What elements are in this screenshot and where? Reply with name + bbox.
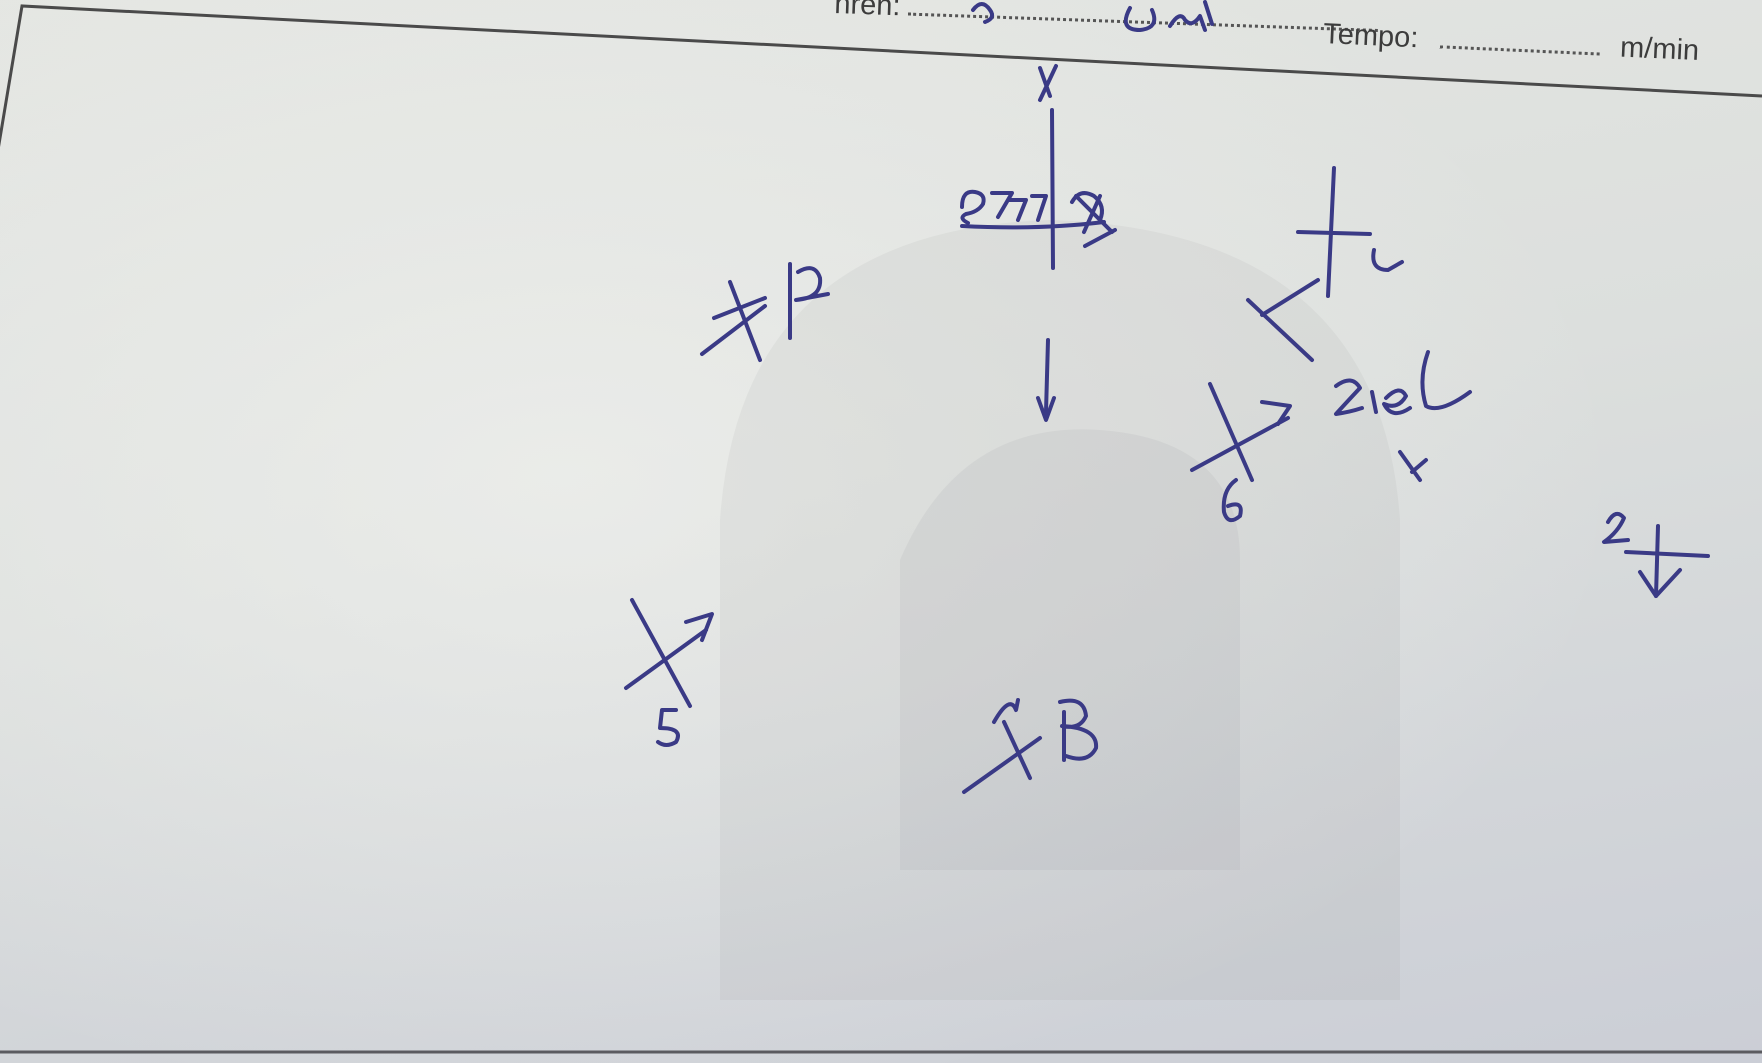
- obstacle-6: [1190, 382, 1292, 523]
- obstacle-5: [624, 598, 714, 747]
- start-fence: [960, 64, 1117, 270]
- obstacle-2: [1602, 511, 1710, 598]
- obstacle-3: [962, 698, 1099, 794]
- obstacle-4: [700, 262, 830, 362]
- handwritten-header-value: [971, 0, 1214, 32]
- arrow-down-start: [1036, 338, 1056, 422]
- goal-handwriting: [1334, 350, 1472, 482]
- obstacle-1: [1246, 166, 1404, 362]
